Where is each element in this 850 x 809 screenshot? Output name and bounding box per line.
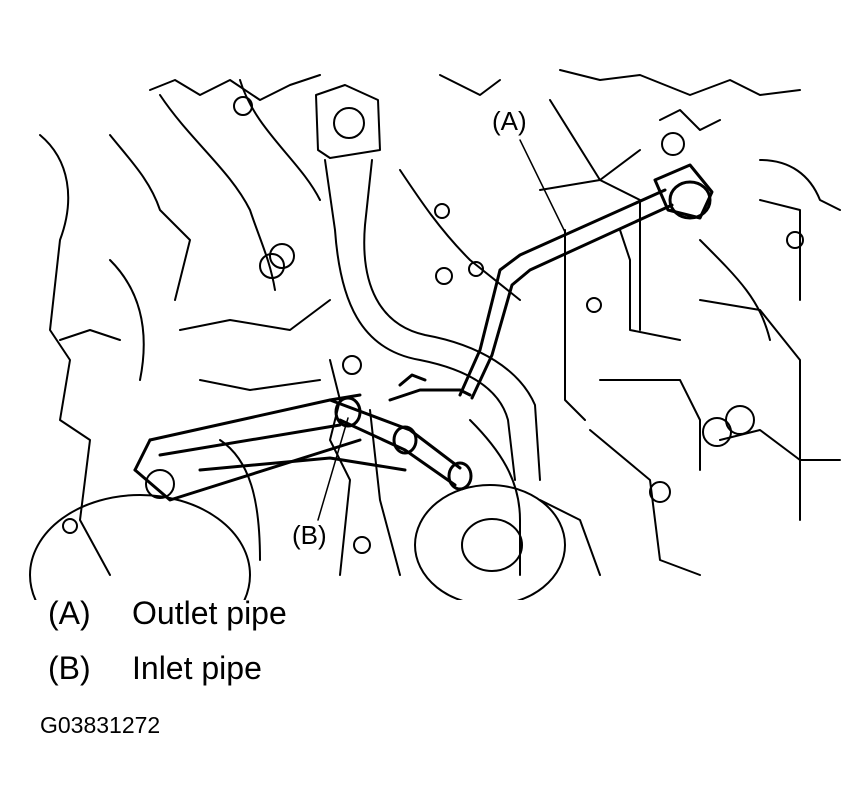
- filler-pipe: [315, 84, 541, 481]
- inlet-pipe: [328, 373, 473, 491]
- legend-item-inlet-pipe: (B) Inlet pipe: [48, 652, 262, 684]
- callout-a-leader: [519, 139, 566, 233]
- callout-b: (B): [292, 520, 327, 550]
- legend-label: Inlet pipe: [132, 650, 262, 686]
- legend-key: (B): [48, 650, 91, 686]
- outlet-pipe: [458, 163, 714, 400]
- engine-line-drawing: (A) (B): [29, 69, 841, 600]
- figure-code: G03831272: [40, 712, 161, 738]
- pipe-bracket: [133, 393, 407, 502]
- legend-key: (A): [48, 595, 91, 631]
- engine-block-outline: [39, 69, 841, 576]
- pulley: [29, 484, 566, 600]
- bolt-heads: [62, 96, 804, 554]
- callout-b-leader: [317, 417, 349, 521]
- legend-label: Outlet pipe: [132, 595, 287, 631]
- legend-item-outlet-pipe: (A) Outlet pipe: [48, 597, 287, 629]
- callout-a: (A): [492, 106, 527, 136]
